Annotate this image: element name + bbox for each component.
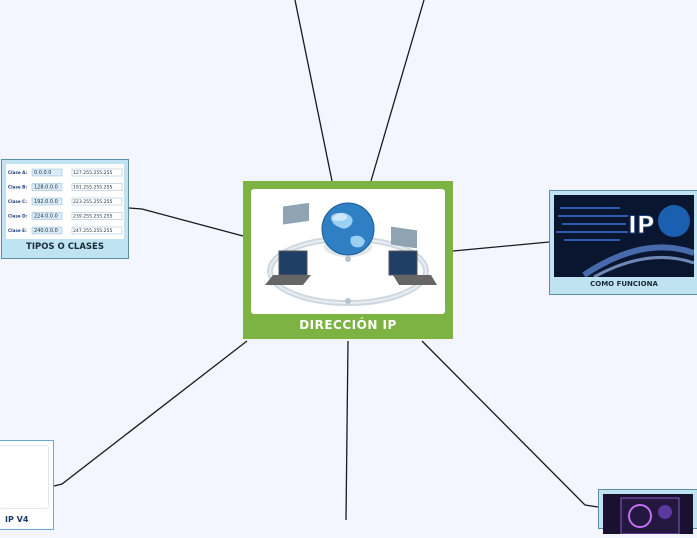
ip-logo-text: IP [628,211,655,239]
node-como-funciona[interactable]: IP COMO FUNCIONA [549,190,697,295]
class-range-from: 128.0.0.0 [34,185,58,191]
class-range-to: 247.255.255.255 [73,228,113,234]
ip-purple-image [603,494,693,535]
class-range-from: 240.0.0.0 [34,228,58,234]
network-image [251,189,445,314]
link-tipos [128,207,244,237]
class-range-from: 192.0.0.0 [34,199,58,205]
node-como-label: COMO FUNCIONA [590,280,658,288]
link-top-right [370,0,425,182]
class-row: Clase E: 240.0.0.0 247.255.255.255 [8,226,123,235]
class-range-to: 223.255.255.255 [73,199,113,205]
link-top-left [294,0,333,182]
node-tipos-label: TIPOS O CLASES [26,242,104,252]
central-node[interactable]: DIRECCIÓN IP [243,181,453,339]
central-node-title: DIRECCIÓN IP [299,318,397,332]
class-range-to: 239.255.255.255 [73,214,113,220]
class-name: Clase B: [8,185,27,190]
link-ipv4 [53,340,248,487]
class-range-to: 191.255.255.255 [73,185,113,191]
class-name: Clase E: [8,228,27,233]
class-row: Clase D: 224.0.0.0 239.255.255.255 [8,212,123,220]
class-name: Clase C: [8,199,27,204]
class-name: Clase A: [8,170,27,175]
class-name: Clase D: [8,214,28,219]
ip-illustration-image: IP [554,195,696,279]
class-range-to: 127.255.255.255 [73,170,113,176]
class-range-from: 224.0.0.0 [34,214,58,220]
class-row: Clase A: 0.0.0.0 127.255.255.255 [8,168,123,177]
link-como [452,241,550,252]
node-bottom-right[interactable] [598,489,697,535]
class-row: Clase B: 128.0.0.0 191.255.255.255 [8,183,123,191]
link-bottom [345,340,349,520]
class-range-from: 0.0.0.0 [34,170,52,176]
connector-lines [53,0,599,520]
class-row: Clase C: 192.0.0.0 223.255.255.255 [8,197,123,206]
ipv4-image [0,445,49,509]
link-bottom-right [421,340,599,508]
node-ip-v4[interactable]: IP V4 [0,440,54,530]
